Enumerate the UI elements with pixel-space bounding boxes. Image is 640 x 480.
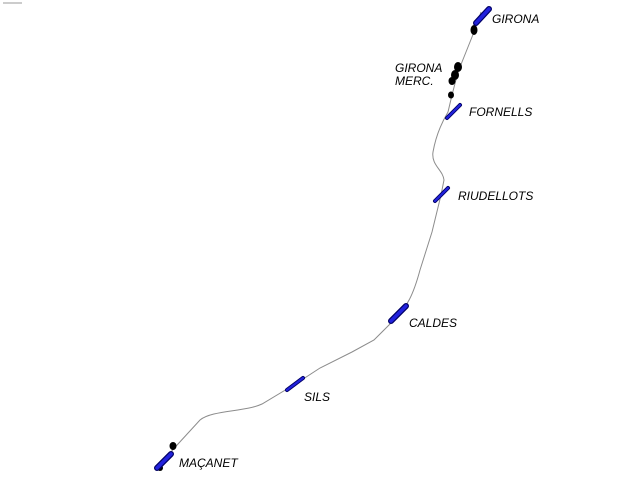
platform-girona[interactable] [473, 6, 492, 26]
station-platforms [154, 6, 492, 471]
station-label-girona-merc[interactable]: GIRONA [395, 61, 442, 75]
train-dot-icon[interactable] [470, 25, 478, 35]
platform-caldes[interactable] [388, 303, 409, 324]
station-label-girona[interactable]: GIRONA [492, 12, 539, 26]
station-labels: GIRONA GIRONA MERC. FORNELLS RIUDELLOTS … [179, 12, 539, 470]
station-label-sils[interactable]: SILS [304, 390, 330, 404]
train-dot-icon[interactable] [448, 77, 456, 85]
station-label-caldes[interactable]: CALDES [409, 316, 457, 330]
train-dot-icon[interactable] [448, 91, 454, 99]
station-label-macanet[interactable]: MAÇANET [179, 456, 239, 470]
train-dot-icon[interactable] [454, 62, 462, 72]
platform-macanet[interactable] [154, 451, 174, 471]
station-label-girona-merc-line2[interactable]: MERC. [395, 74, 434, 88]
platform-fornells[interactable] [445, 103, 462, 120]
railway-track [161, 11, 482, 463]
station-label-riudellots[interactable]: RIUDELLOTS [458, 189, 533, 203]
station-label-fornells[interactable]: FORNELLS [469, 105, 532, 119]
platform-riudellots[interactable] [433, 186, 450, 203]
vehicle-markers [157, 25, 478, 471]
train-dot-icon[interactable] [169, 442, 177, 450]
platform-sils[interactable] [285, 376, 305, 392]
